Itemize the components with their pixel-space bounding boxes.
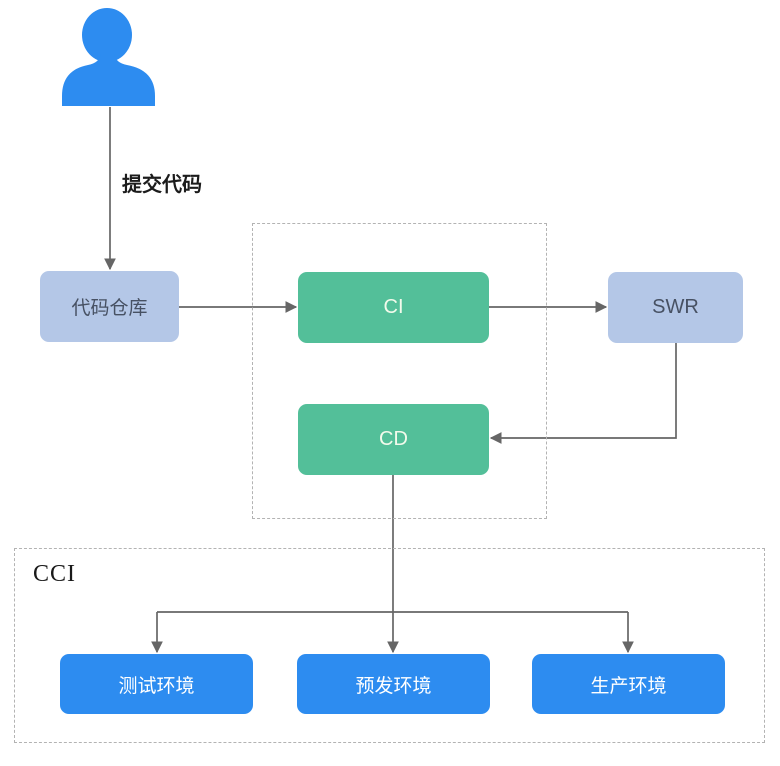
- cci-container: CCI: [14, 548, 765, 743]
- node-staging-environment: 预发环境: [297, 654, 490, 714]
- node-production-environment: 生产环境: [532, 654, 725, 714]
- node-test-environment: 测试环境: [60, 654, 253, 714]
- node-cd: CD: [298, 404, 489, 475]
- user-icon: [62, 8, 155, 106]
- edge-label-submit-code: 提交代码: [122, 174, 202, 196]
- cci-container-label: CCI: [33, 561, 77, 587]
- node-code-repository: 代码仓库: [40, 271, 179, 342]
- node-ci: CI: [298, 272, 489, 343]
- pipeline-container: [252, 223, 547, 519]
- node-swr: SWR: [608, 272, 743, 343]
